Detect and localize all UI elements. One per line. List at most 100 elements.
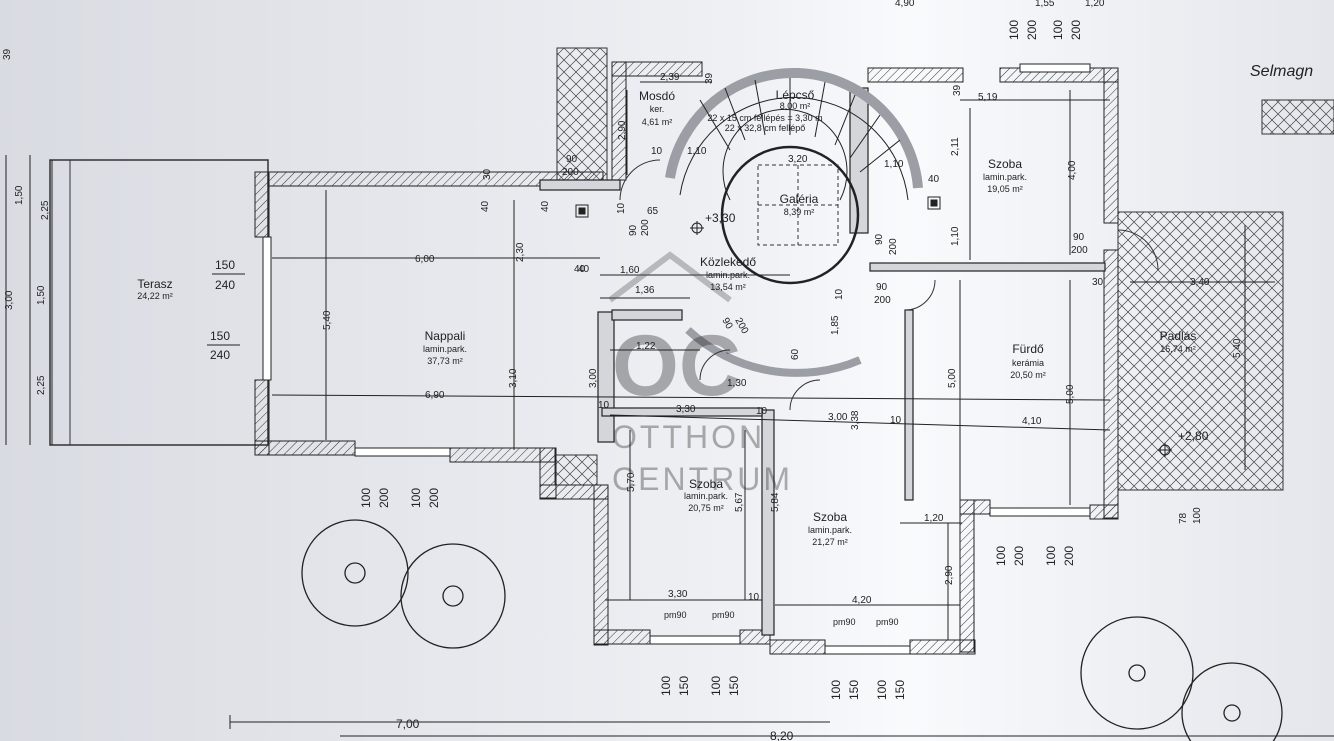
dimension-labels: 4,90 1,55 1,20 1,50 2,25 3,00 1,50 2,25 … [2, 0, 1243, 741]
dim-k-185: 1,85 [830, 315, 841, 335]
d2b: 200 [427, 488, 441, 508]
dim-c-300b: 3,00 [828, 412, 848, 423]
dim-left-225b: 2,25 [36, 375, 47, 395]
lepcso-area: 8,00 m² [780, 101, 811, 111]
r1b: 200 [1012, 546, 1026, 566]
door-swings [619, 159, 1159, 411]
galeria-square [757, 164, 839, 246]
d1: 100 [359, 488, 373, 508]
padlas-door-b: 100 [1192, 507, 1203, 524]
dim-p-540: 5,40 [1232, 338, 1243, 358]
b2: 100 [709, 676, 723, 696]
dim-n-40c: 40 [574, 264, 586, 275]
terasz-area: 24,22 m² [137, 291, 173, 301]
window-openings [262, 63, 1091, 655]
door2b: 200 [640, 219, 651, 236]
dim-g-40: 40 [928, 174, 940, 185]
door5: 90 [874, 233, 885, 245]
b3: 100 [829, 680, 843, 700]
szoba-s2-floor: lamin.park. [808, 525, 852, 535]
door3b: 200 [1071, 245, 1088, 256]
padlas-name: Padlás [1160, 329, 1197, 343]
level-markers [690, 221, 1172, 457]
furdo-floor: kerámia [1012, 358, 1044, 368]
dim-s1-570: 5,70 [626, 472, 637, 492]
door6: 90 [719, 316, 734, 332]
mosdo-floor: ker. [650, 104, 665, 114]
dimension-lines [5, 81, 1334, 737]
dim-k-136: 1,36 [635, 285, 655, 296]
win1-top: 150 [215, 258, 235, 272]
kozlekedo-name: Közlekedő [700, 255, 756, 269]
dim-c-330: 3,30 [676, 404, 696, 415]
room-labels: Terasz 24,22 m² Nappali lamin.park. 37,7… [137, 88, 1196, 547]
dim-m-290: 2,90 [617, 120, 628, 140]
dim-s-400: 4,00 [1067, 160, 1078, 180]
win1-bot: 240 [215, 278, 235, 292]
dim-c-300a: 3,00 [588, 368, 599, 388]
kozlekedo-area: 13,54 m² [710, 282, 746, 292]
chimney-markers [575, 196, 941, 218]
dim-s2-120: 1,20 [924, 513, 944, 524]
win2-top: 150 [210, 329, 230, 343]
dim-m-39: 39 [704, 72, 715, 84]
dim-c-130: 1,30 [727, 378, 747, 389]
szoba-s2-name: Szoba [813, 510, 847, 524]
dim-f-10: 10 [890, 415, 902, 426]
dim-m-110: 1,10 [687, 146, 707, 157]
lepcso-note2: 22 x 32,8 cm fellépő [725, 123, 806, 133]
level-padlas: +2,80 [1178, 429, 1209, 443]
galeria-area: 8,39 m² [784, 207, 815, 217]
b4b: 150 [893, 680, 907, 700]
side-note: Selmagn [1250, 63, 1313, 80]
furdo-name: Fürdő [1012, 342, 1044, 356]
dim-g-65: 65 [647, 206, 659, 217]
dim-m-10: 10 [651, 146, 663, 157]
dim-s-519: 5,19 [978, 92, 998, 103]
dim-n-30: 30 [482, 168, 493, 180]
dim-m-239: 2,39 [660, 72, 680, 83]
padlas-area: 16,74 m² [1160, 344, 1196, 354]
r1: 100 [994, 546, 1008, 566]
dim-s1-330: 3,30 [668, 589, 688, 600]
dim-left-150: 1,50 [14, 185, 25, 205]
dim-top-490: 4,90 [895, 0, 915, 9]
dim-s-211: 2,11 [950, 137, 961, 156]
dim-c-10b: 10 [756, 406, 768, 417]
dim-s-110: 1,10 [950, 226, 961, 246]
door4: 90 [876, 282, 888, 293]
dim-g-320: 3,20 [788, 154, 808, 165]
dim-left-39: 39 [2, 48, 13, 60]
door1: 90 [566, 154, 578, 165]
r2b: 200 [1062, 546, 1076, 566]
nappali-area: 37,73 m² [427, 356, 463, 366]
dim-p-340: 3,40 [1190, 277, 1210, 288]
dim-k-160: 1,60 [620, 265, 640, 276]
terasz-name: Terasz [137, 277, 172, 291]
watermark-line1: OTTHON [612, 419, 765, 455]
padlas-door: 78 [1178, 512, 1189, 524]
d2: 100 [409, 488, 423, 508]
szoba-s1-area: 20,75 m² [688, 503, 724, 513]
szoba-s1-name: Szoba [689, 477, 723, 491]
dim-g-10: 10 [616, 202, 627, 214]
win2-bot: 240 [210, 348, 230, 362]
szoba-ne-floor: lamin.park. [983, 172, 1027, 182]
exterior-walls [254, 61, 1119, 655]
pm1: pm90 [664, 610, 687, 620]
b3b: 150 [847, 680, 861, 700]
t2b: 200 [1069, 20, 1083, 40]
dim-n-40b: 40 [540, 200, 551, 212]
dim-left-150b: 1,50 [36, 285, 47, 305]
dim-left-300: 3,00 [4, 290, 15, 310]
lepcso-name: Lépcső [776, 88, 815, 102]
dim-b-820: 8,20 [770, 729, 794, 741]
dim-top-120: 1,20 [1085, 0, 1105, 9]
b2b: 150 [727, 676, 741, 696]
szoba-ne-name: Szoba [988, 157, 1022, 171]
door2: 90 [628, 224, 639, 236]
dim-k-10: 10 [834, 288, 845, 300]
door1b: 200 [562, 167, 579, 178]
dim-k-40: 40 [578, 264, 590, 275]
